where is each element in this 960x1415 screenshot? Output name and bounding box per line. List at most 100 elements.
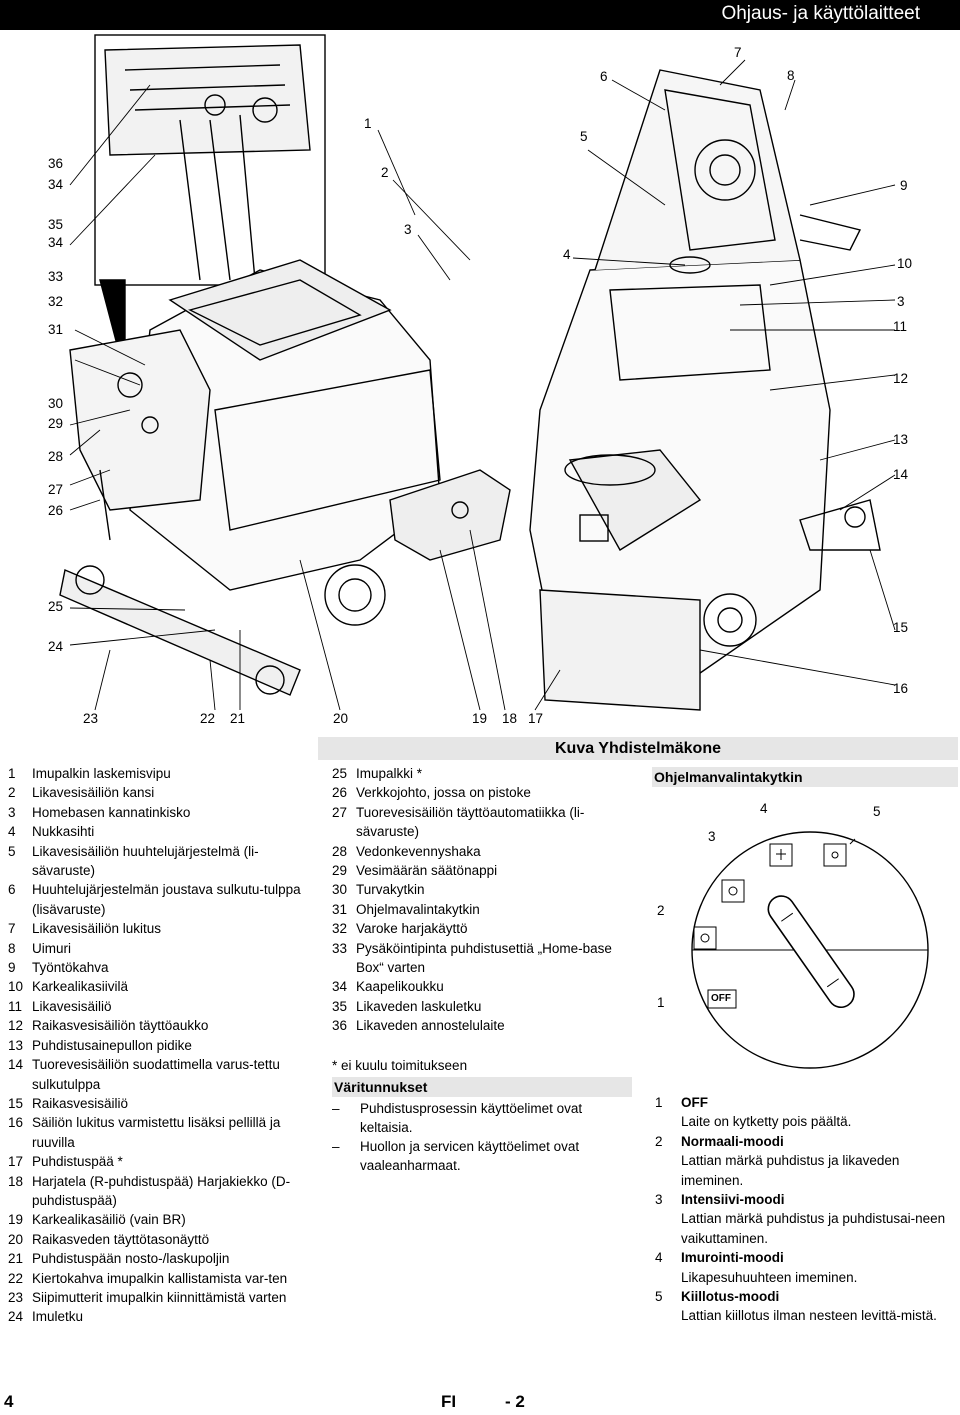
figure-caption: Kuva Yhdistelmäkone bbox=[318, 737, 958, 760]
callout-2: 2 bbox=[381, 165, 389, 180]
callout-1: 1 bbox=[364, 116, 372, 131]
callout-7: 7 bbox=[734, 45, 742, 60]
legend-number: 20 bbox=[8, 1231, 24, 1247]
mode-title: Intensiivi-moodi bbox=[681, 1192, 785, 1208]
mode-number: 4 bbox=[655, 1250, 663, 1266]
callout-17: 17 bbox=[528, 711, 544, 726]
callout-15: 15 bbox=[893, 620, 909, 635]
legend-number: 16 bbox=[8, 1115, 24, 1131]
callout-11: 11 bbox=[893, 319, 908, 334]
callout-3: 3 bbox=[404, 222, 412, 237]
dial-label-2: 2 bbox=[657, 903, 665, 918]
mode-description: Lattian kiillotus ilman nesteen levittä-… bbox=[681, 1308, 937, 1324]
callout-4: 4 bbox=[563, 247, 571, 262]
normal-mode-icon bbox=[693, 926, 717, 950]
legend-text: Kiertokahva imupalkin kallistamista var-… bbox=[32, 1270, 288, 1286]
color-note-text: Puhdistusprosessin käyttöelimet ovat kel… bbox=[360, 1101, 583, 1135]
legend-number: 14 bbox=[8, 1057, 24, 1073]
mode-description: Likapesuhuuhteen imeminen. bbox=[681, 1269, 858, 1285]
legend-text: Raikasveden täyttötasonäyttö bbox=[32, 1231, 210, 1247]
legend-text: Likaveden laskuletku bbox=[356, 998, 482, 1014]
callout-27: 27 bbox=[48, 482, 64, 497]
legend-number: 33 bbox=[332, 940, 348, 956]
legend-number: 2 bbox=[8, 785, 16, 801]
callout-22: 22 bbox=[200, 711, 216, 726]
legend-number: 31 bbox=[332, 901, 348, 917]
callout-21: 21 bbox=[230, 711, 246, 726]
legend-text: Siipimutterit imupalkin kiinnittämistä v… bbox=[32, 1289, 287, 1305]
mode-number: 1 bbox=[655, 1095, 663, 1110]
legend-text: Turvakytkin bbox=[356, 882, 425, 898]
footer-page-right: - 2 bbox=[505, 1392, 525, 1411]
off-label: OFF bbox=[711, 993, 731, 1004]
legend-item: 2 Likavesisäiliön kansi bbox=[8, 783, 308, 802]
callout-34b: 34 bbox=[48, 235, 64, 250]
mode-description: Lattian märkä puhdistus ja likaveden ime… bbox=[681, 1153, 900, 1188]
mode-title: OFF bbox=[681, 1095, 708, 1110]
mode-number: 3 bbox=[655, 1192, 663, 1208]
legend-number: 4 bbox=[8, 824, 16, 840]
callout-31: 31 bbox=[48, 322, 64, 337]
header-bar: Ohjaus- ja käyttölaitteet bbox=[0, 0, 960, 30]
legend-text: Varoke harjakäyttö bbox=[356, 921, 468, 937]
legend-text: Säiliön lukitus varmistettu lisäksi pell… bbox=[32, 1115, 281, 1150]
callout-13: 13 bbox=[893, 432, 909, 447]
legend-text: Ohjelmavalintakytkin bbox=[356, 901, 480, 917]
callout-23: 23 bbox=[83, 711, 99, 726]
legend-text: Karkealikasäiliö (vain BR) bbox=[32, 1212, 186, 1228]
legend-text: Puhdistuspää * bbox=[32, 1154, 123, 1170]
callout-20: 20 bbox=[333, 711, 349, 726]
callout-5: 5 bbox=[580, 129, 588, 144]
intensive-mode-icon bbox=[721, 879, 745, 903]
callout-16: 16 bbox=[893, 681, 909, 696]
legend-text: Työntökahva bbox=[32, 960, 109, 976]
polish-mode-icon bbox=[823, 838, 856, 867]
color-note-text: Huollon ja servicen käyttöelimet ovat va… bbox=[360, 1139, 580, 1173]
callout-28: 28 bbox=[48, 449, 64, 464]
callout-34: 34 bbox=[48, 177, 64, 192]
mode-title: Normaali-moodi bbox=[681, 1133, 784, 1149]
legend-text: Vedonkevennyshaka bbox=[356, 843, 481, 859]
legend-number: 32 bbox=[332, 921, 348, 937]
legend-text: Harjatela (R-puhdistuspää) Harjakiekko (… bbox=[32, 1173, 291, 1208]
legend-text: Imupalkki * bbox=[356, 766, 423, 781]
legend-text: Likavesisäiliön kansi bbox=[32, 785, 155, 801]
colors-heading: Väritunnukset bbox=[332, 1077, 632, 1097]
callout-10: 10 bbox=[897, 256, 913, 271]
legend-text: Imupalkin laskemisvipu bbox=[32, 766, 171, 781]
color-note: –Huollon ja servicen käyttöelimet ovat v… bbox=[332, 1137, 632, 1175]
notes-block: * ei kuulu toimitukseen Väritunnukset –P… bbox=[332, 1056, 632, 1175]
legend-number: 10 bbox=[8, 979, 24, 995]
mode-title: Kiillotus-moodi bbox=[681, 1289, 780, 1305]
legend-number: 5 bbox=[8, 843, 16, 859]
legend-text: Likaveden annostelulaite bbox=[356, 1018, 505, 1034]
callout-29: 29 bbox=[48, 416, 64, 431]
legend-text: Puhdistuspään nosto-/laskupoljin bbox=[32, 1251, 230, 1267]
legend-number: 11 bbox=[8, 998, 23, 1014]
legend-text: Huuhtelujärjestelmän joustava sulkutu-tu… bbox=[32, 882, 301, 917]
legend-number: 34 bbox=[332, 979, 348, 995]
callout-36: 36 bbox=[48, 156, 64, 171]
legend-text: Nukkasihti bbox=[32, 824, 95, 840]
